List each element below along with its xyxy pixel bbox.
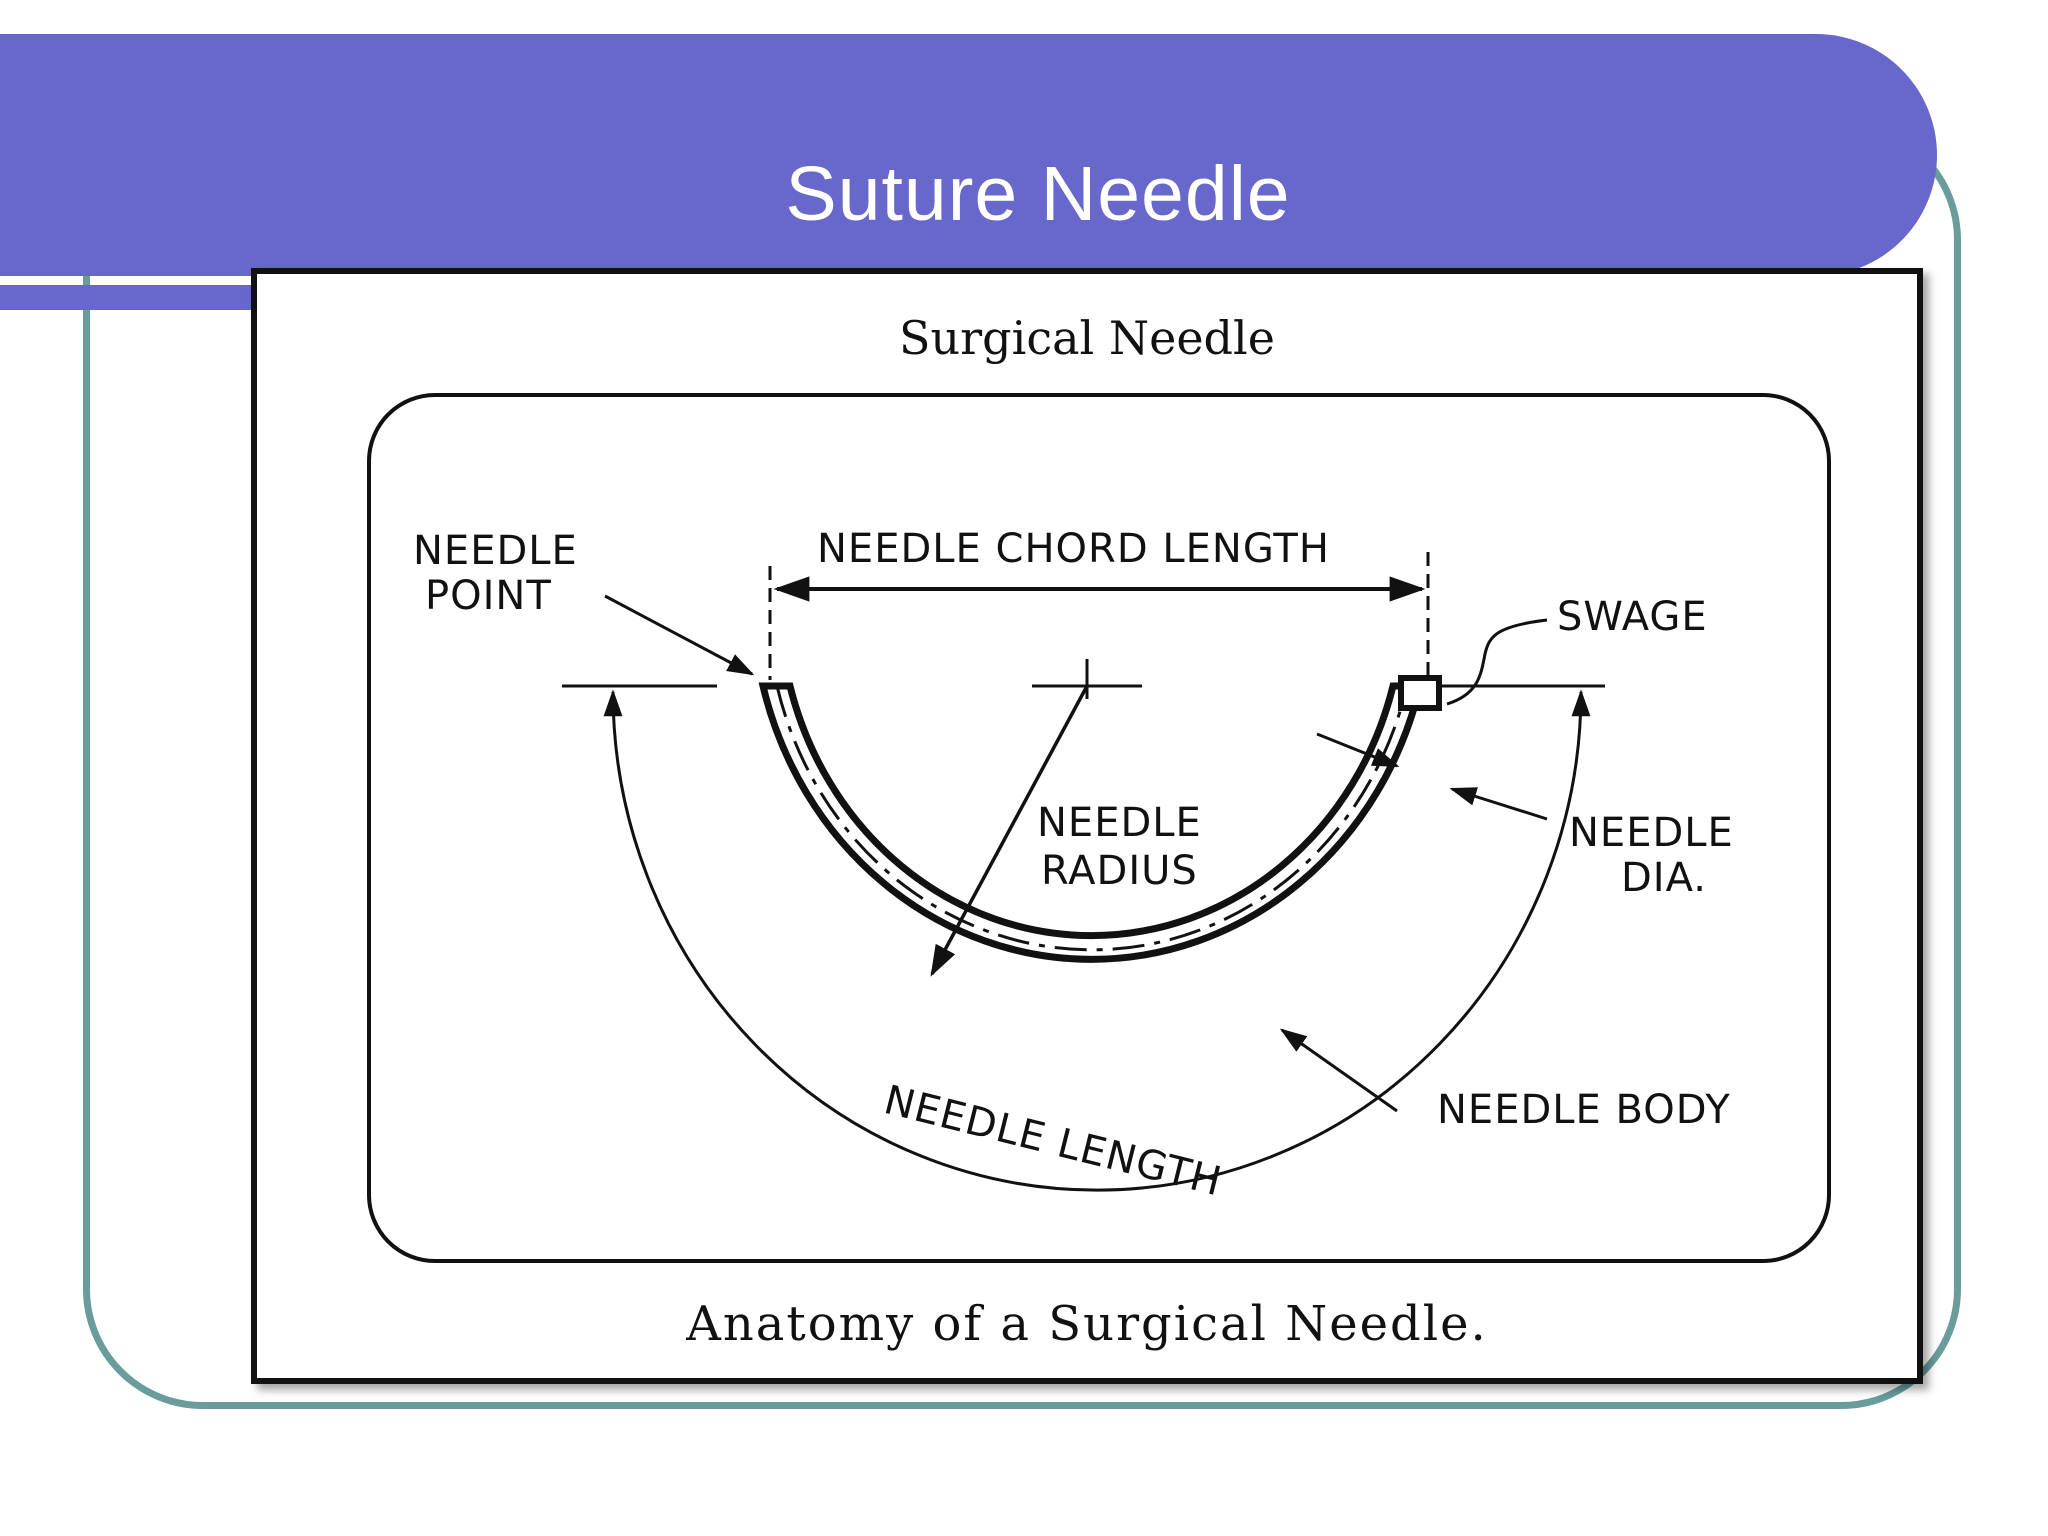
needle-radius-arrow	[930, 685, 1089, 977]
label-needle-length: NEEDLE LENGTH	[880, 1077, 1227, 1205]
swage-leader	[1446, 618, 1548, 706]
needle-dia-arrow-inner	[1449, 787, 1548, 821]
needle-dia-arrow-outer	[1316, 732, 1400, 768]
slide-title: Suture Needle	[785, 151, 1291, 237]
needle-body-leader	[1279, 1028, 1398, 1113]
label-needle-point-1: NEEDLE	[413, 528, 578, 574]
needle-point-leader	[604, 594, 755, 676]
title-banner	[0, 34, 1937, 276]
title-accent-bar	[0, 285, 255, 310]
figure-heading: Surgical Needle	[899, 311, 1275, 365]
label-needle-point-2: POINT	[425, 573, 552, 619]
needle-length-arc	[603, 689, 1591, 1192]
label-dia-1: NEEDLE	[1569, 810, 1734, 856]
label-radius-1: NEEDLE	[1037, 800, 1202, 846]
needle-anatomy-figure: Surgical Needle NEEDLE POINT	[251, 268, 1923, 1384]
label-radius-2: RADIUS	[1041, 848, 1198, 894]
needle-centerline	[775, 685, 1409, 952]
label-chord-length: NEEDLE CHORD LENGTH	[817, 526, 1330, 572]
label-needle-body: NEEDLE BODY	[1437, 1087, 1731, 1133]
diagram-box	[367, 393, 1831, 1263]
needle-diagram: Surgical Needle NEEDLE POINT	[367, 311, 1831, 1352]
figure-caption: Anatomy of a Surgical Needle.	[685, 1296, 1488, 1352]
label-swage: SWAGE	[1557, 594, 1708, 640]
label-dia-2: DIA.	[1621, 855, 1707, 901]
swage-end	[1398, 675, 1442, 711]
